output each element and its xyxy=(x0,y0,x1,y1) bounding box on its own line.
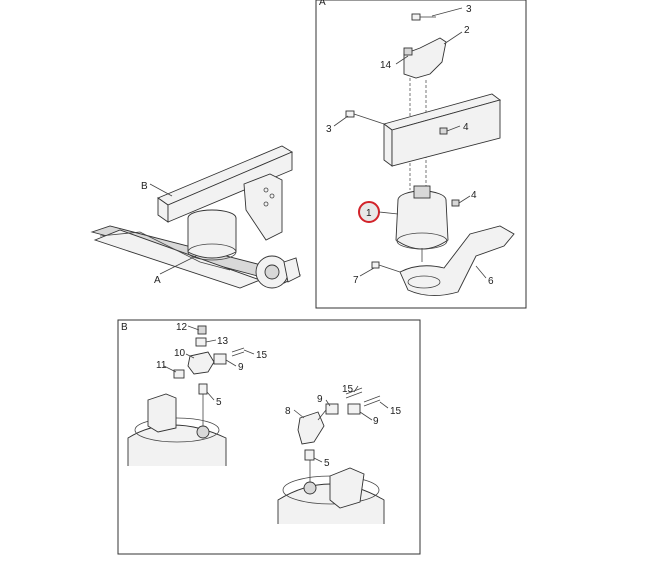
callout-5-right: 5 xyxy=(324,458,330,469)
overview-label-b: B xyxy=(141,181,148,192)
callout-6: 6 xyxy=(488,276,494,287)
callout-1[interactable]: 1 xyxy=(366,208,372,219)
callout-9-mid: 9 xyxy=(317,394,323,405)
callout-11: 11 xyxy=(156,360,167,371)
callout-15-top: 15 xyxy=(256,350,268,361)
callout-5-left: 5 xyxy=(216,397,222,408)
callout-3-top: 3 xyxy=(466,4,472,15)
panel-b-label: B xyxy=(121,322,128,333)
callout-15-right: 15 xyxy=(390,406,402,417)
callout-2: 2 xyxy=(464,25,470,36)
panel-a-label: A xyxy=(319,0,326,8)
overview-assembly: B A xyxy=(90,145,302,289)
detail-panel-a: A 3 2 14 3 4 xyxy=(315,0,527,309)
callout-4-mid: 4 xyxy=(463,122,469,133)
overview-label-a: A xyxy=(154,275,161,286)
detail-panel-b: B 12 13 10 9 15 11 5 xyxy=(117,319,421,555)
lower-bracket xyxy=(399,225,515,296)
callout-8: 8 xyxy=(285,406,291,417)
callout-12: 12 xyxy=(176,322,188,333)
callout-4-low: 4 xyxy=(471,190,477,201)
callout-7: 7 xyxy=(353,275,359,286)
callout-9-top: 9 xyxy=(238,362,244,373)
callout-13: 13 xyxy=(217,336,229,347)
upper-bracket xyxy=(403,37,447,79)
callout-10: 10 xyxy=(174,348,186,359)
callout-9-right: 9 xyxy=(373,416,379,427)
air-spring-part xyxy=(395,185,449,262)
callout-14: 14 xyxy=(380,60,392,71)
bolt-part xyxy=(411,13,436,21)
callout-3-mid: 3 xyxy=(326,124,332,135)
callout-15-mid: 15 xyxy=(342,384,354,395)
